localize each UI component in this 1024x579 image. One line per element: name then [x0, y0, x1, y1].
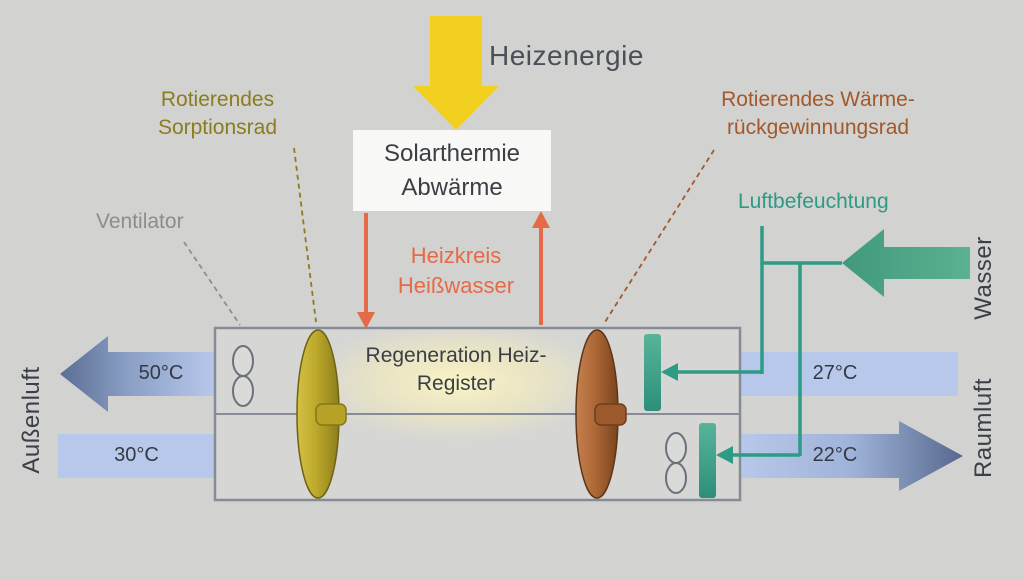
water-supply-lines [676, 226, 842, 457]
recovery-label-connector [604, 149, 715, 323]
return-temp-label: 27°C [812, 362, 858, 384]
ventilator-label-connector [183, 241, 241, 326]
sorption-label-connector [293, 147, 317, 323]
register-label: Regeneration Heiz- Register [365, 344, 547, 396]
heat-energy-arrow [413, 16, 499, 130]
fan-icon-top [232, 345, 254, 407]
ventilator-label: Ventilator [96, 210, 184, 233]
exhaust-temp-label: 50°C [138, 362, 184, 384]
humidification-label: Luftbefeuchtung [738, 190, 889, 213]
water-arrowhead-top [661, 363, 678, 381]
heat-energy-label: Heizenergie [489, 40, 644, 71]
heat-recovery-wheel [575, 329, 627, 499]
heating-return-arrow-up [532, 211, 550, 325]
recovery-wheel-label: Rotierendes Wärme- rückgewinnungsrad [721, 88, 915, 140]
sorption-wheel-label: Rotierendes Sorptionsrad [157, 88, 278, 140]
outside-air-side-label: Außenluft [18, 366, 45, 474]
heat-source-line1: Solarthermie [383, 139, 521, 167]
humidifier-bar-bottom [699, 423, 716, 498]
heat-source-line2: Abwärme [401, 173, 503, 201]
supply-air-arrow [739, 421, 963, 491]
humidifier-bar-top [644, 334, 661, 411]
heating-flow-arrow-down [357, 213, 375, 329]
supply-temp-label: 22°C [812, 444, 858, 466]
outside-air-band [58, 434, 216, 478]
heat-source-box: Solarthermie Abwärme [353, 130, 551, 211]
water-arrowhead-bottom [716, 446, 733, 464]
exhaust-air-arrow [60, 336, 216, 412]
outside-temp-label: 30°C [114, 444, 159, 466]
heating-circuit-label: Heizkreis Heißwasser [397, 243, 515, 298]
sorption-wheel [296, 329, 347, 499]
return-air-band [739, 352, 958, 396]
water-inlet-arrow [842, 229, 970, 297]
room-air-side-label: Raumluft [970, 377, 997, 479]
water-side-label: Wasser [970, 236, 997, 320]
fan-icon-bottom [665, 432, 687, 494]
duct-outline [213, 326, 742, 502]
